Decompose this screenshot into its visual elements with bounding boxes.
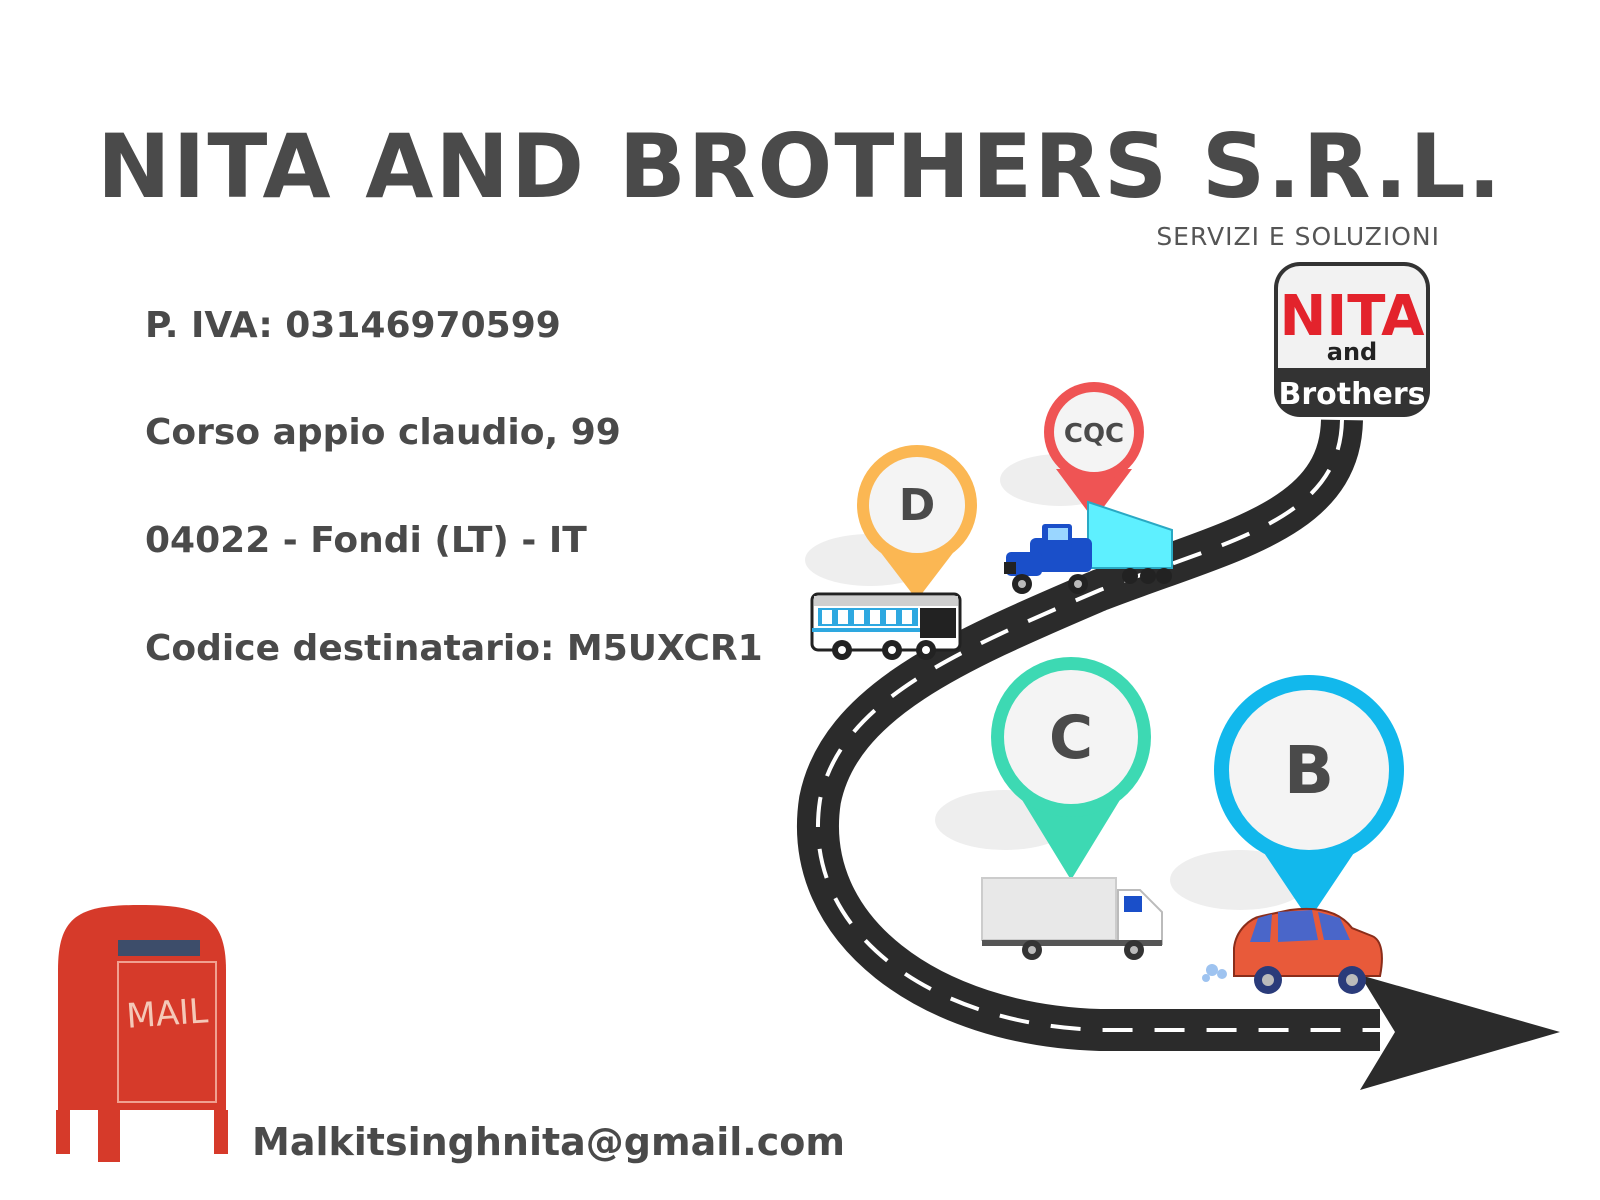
mailbox-icon: MAIL (56, 905, 228, 1162)
pin-b-label: B (1284, 732, 1334, 809)
email-link[interactable]: Malkitsinghnita@gmail.com (252, 1120, 845, 1164)
company-logo: NITA and Brothers (1274, 262, 1430, 417)
bus-icon (810, 592, 962, 660)
pin-d: D (857, 445, 977, 600)
logo-text-brothers: Brothers (1279, 377, 1426, 412)
pin-c-label: C (1049, 703, 1093, 773)
pin-d-label: D (899, 480, 936, 531)
vat-number: P. IVA: 03146970599 (145, 305, 561, 346)
box-truck-icon (981, 877, 1163, 960)
road (797, 418, 1560, 1090)
pin-cqc: CQC (1044, 382, 1144, 520)
company-title: NITA AND BROTHERS S.R.L. (96, 115, 1504, 218)
mailbox-label: MAIL (125, 991, 209, 1037)
pin-cqc-label: CQC (1064, 419, 1124, 449)
blue-truck-icon (1004, 500, 1173, 594)
logo-text-and: and (1327, 338, 1377, 366)
car-icon (1202, 907, 1383, 994)
pin-b: B (1214, 675, 1404, 920)
street-address: Corso appio claudio, 99 (145, 412, 621, 453)
road-arrow-head (1360, 975, 1560, 1090)
company-tagline: SERVIZI E SOLUZIONI (1156, 222, 1440, 251)
recipient-code: Codice destinatario: M5UXCR1 (145, 628, 763, 669)
logo-text-nita: NITA (1280, 284, 1426, 349)
pin-c: C (991, 657, 1151, 880)
city-address: 04022 - Fondi (LT) - IT (145, 520, 587, 561)
